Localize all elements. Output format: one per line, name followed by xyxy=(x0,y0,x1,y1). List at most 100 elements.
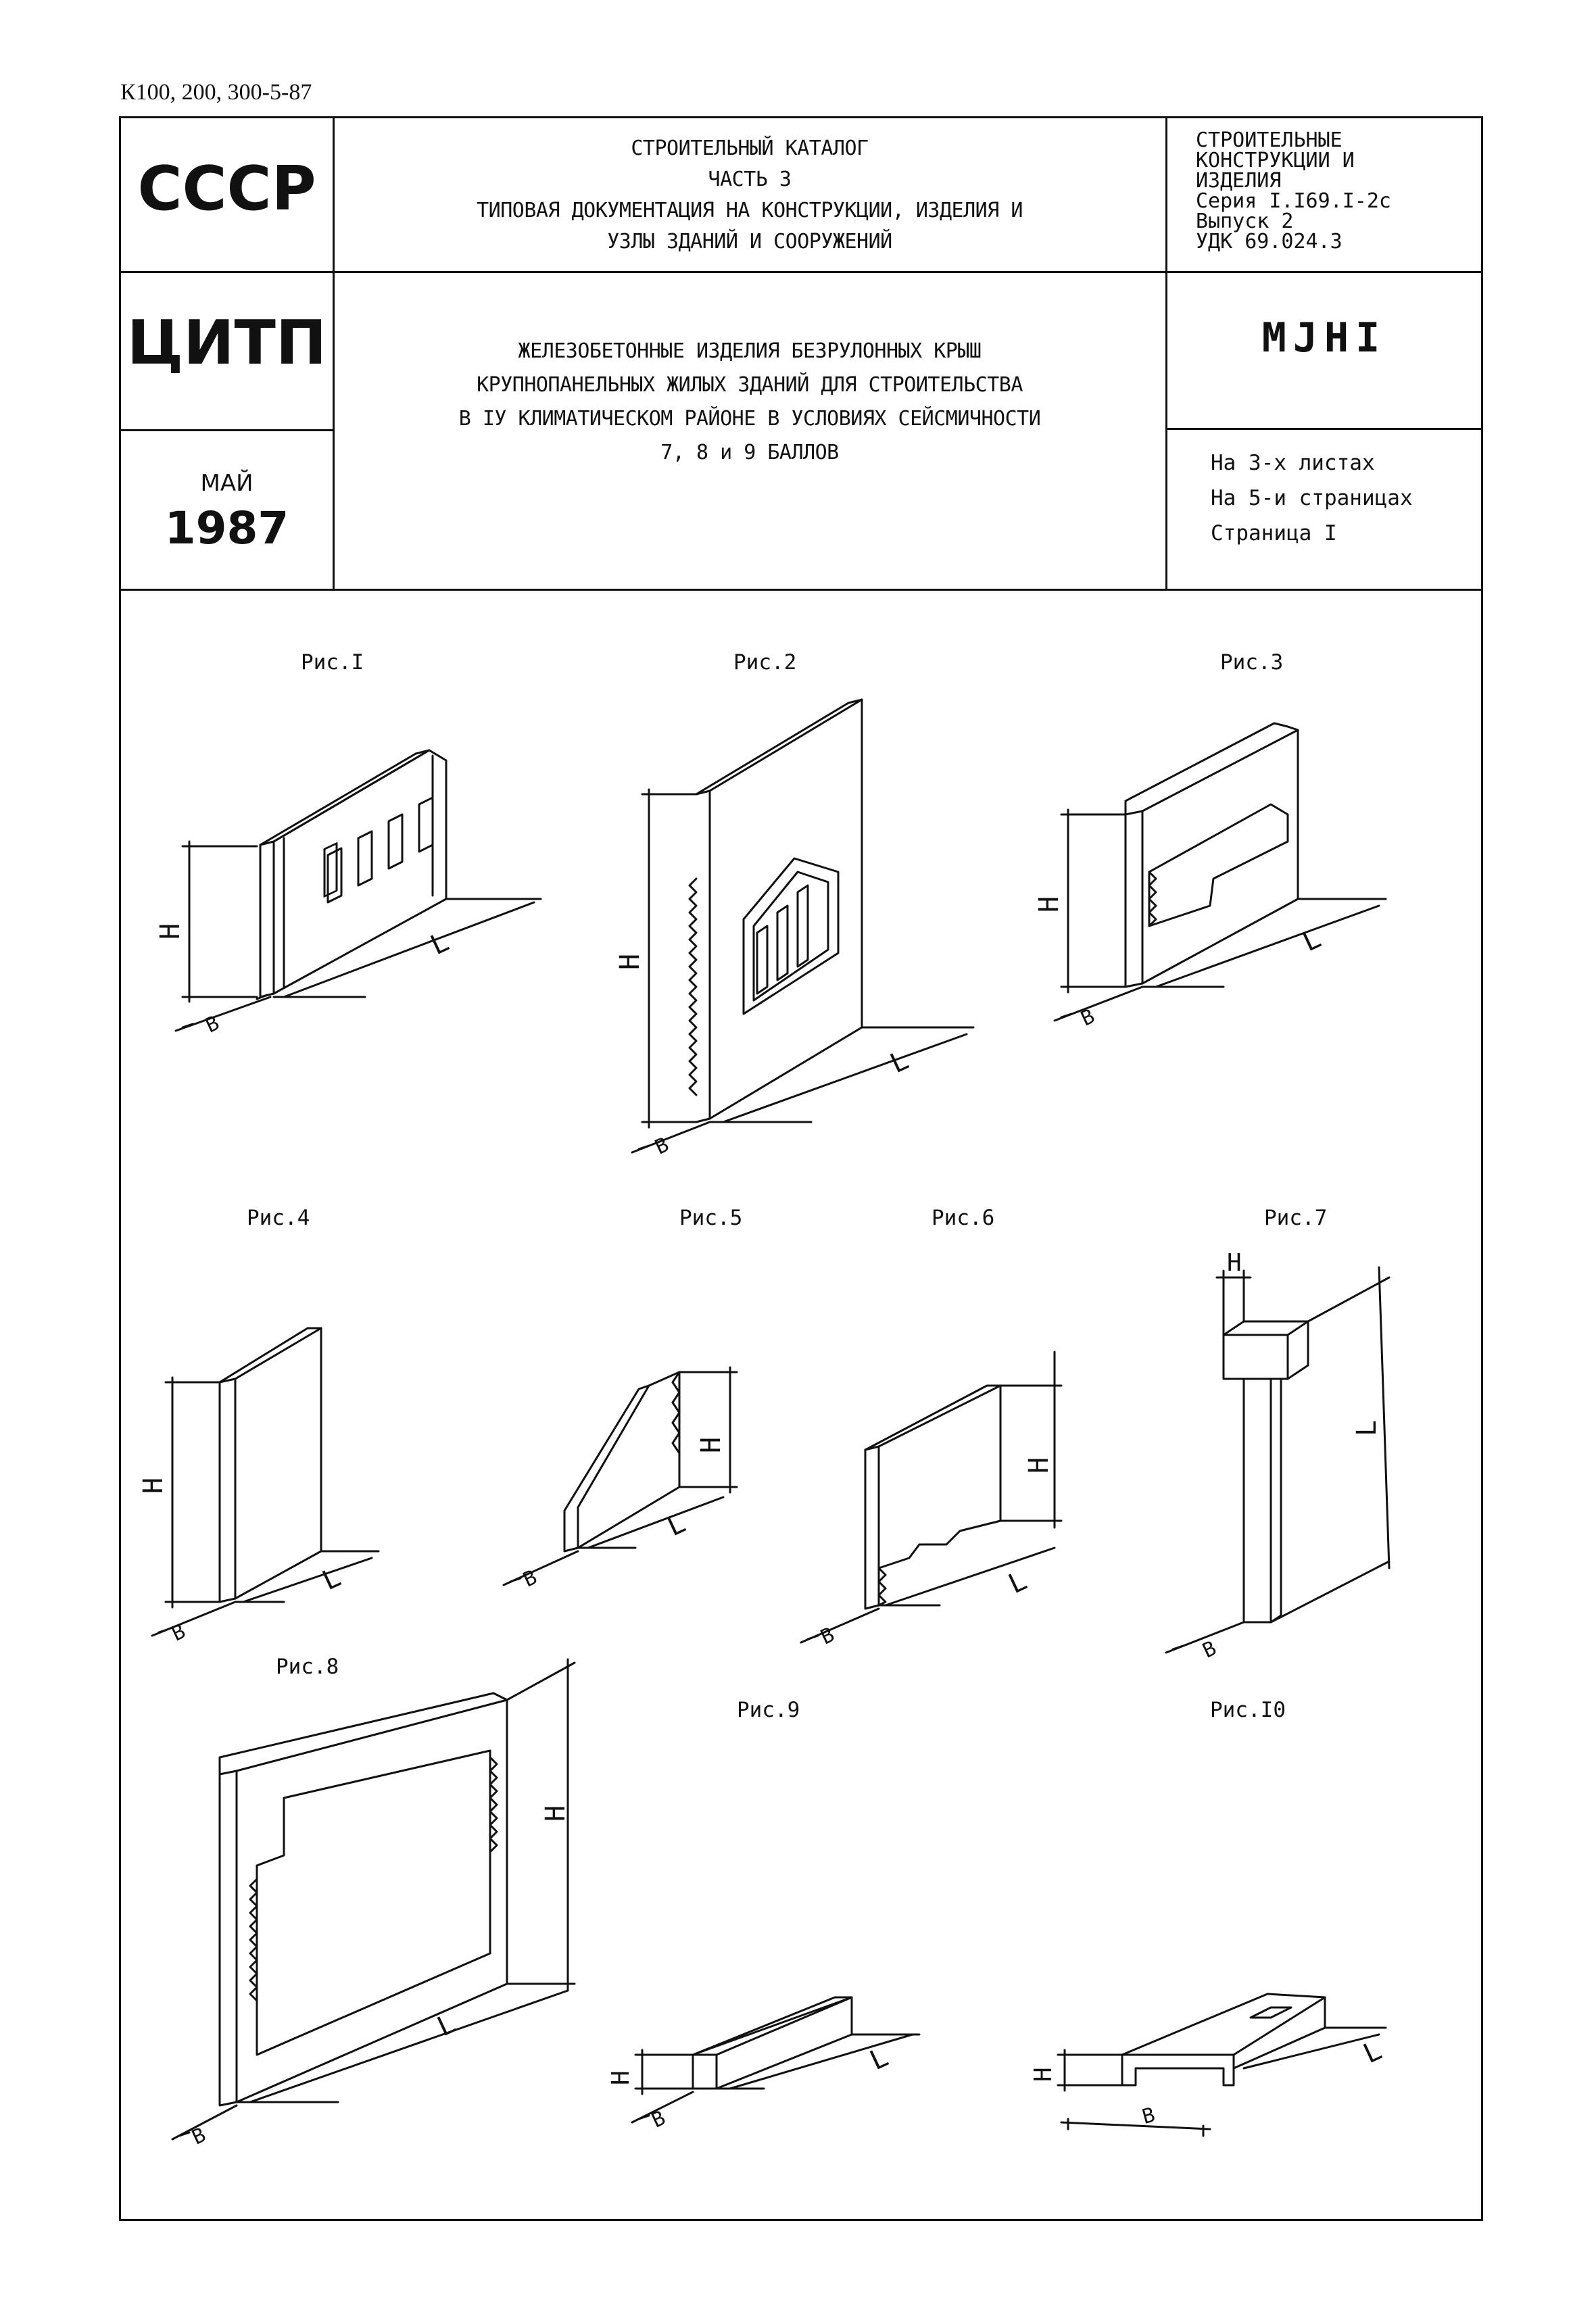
dim-line xyxy=(1165,1266,1391,1654)
dim-label-b: В xyxy=(648,2106,669,2133)
cap-body xyxy=(1121,1993,1326,2087)
figure-caption: Рис.I xyxy=(301,650,364,675)
title-block-frame: СССР ЦИТП МАЙ 1987 СТРОИТЕЛЬНЫЙ КАТАЛОГ … xyxy=(119,116,1483,2221)
dim-label-h: Н xyxy=(1227,1249,1242,1277)
sheet-line: На 3-х листах xyxy=(1211,451,1375,475)
dim-label-l: L xyxy=(1359,2034,1386,2070)
dim-line xyxy=(631,2033,921,2124)
series-line: ИЗДЕЛИЯ xyxy=(1196,169,1282,193)
dim-label-h: Н xyxy=(540,1805,571,1822)
catalog-line: УЗЛЫ ЗДАНИЙ И СООРУЖЕНИЙ xyxy=(607,230,892,253)
panel-window xyxy=(323,842,338,898)
title-line: КРУПНОПАНЕЛЬНЫХ ЖИЛЫХ ЗДАНИЙ ДЛЯ СТРОИТЕ… xyxy=(477,373,1023,397)
panel-top xyxy=(259,749,431,846)
dim-label-h: Н xyxy=(607,2070,635,2085)
dim-line xyxy=(800,1350,1063,1644)
panel-front xyxy=(1124,810,1144,988)
catalog-line: ЧАСТЬ 3 xyxy=(708,168,792,191)
figure-caption: Рис.8 xyxy=(276,1655,339,1679)
country-label: СССР xyxy=(137,153,316,224)
dim-line xyxy=(171,1658,576,2141)
panel-jagged xyxy=(1148,871,1157,927)
series-line: КОНСТРУКЦИИ И xyxy=(1196,149,1355,172)
capital-box xyxy=(1222,1320,1309,1380)
panel-ledge xyxy=(1148,803,1289,927)
dim-label-b: В xyxy=(168,1619,189,1646)
year-label: 1987 xyxy=(164,502,289,554)
figure-caption: Рис.6 xyxy=(932,1206,995,1230)
panel-jagged xyxy=(877,1567,887,1607)
dim-line xyxy=(1053,808,1387,1022)
divider xyxy=(121,271,1481,273)
figure-caption: Рис.2 xyxy=(733,650,797,675)
panel-cap xyxy=(1124,722,1299,816)
series-line: Серия I.I69.I-2с xyxy=(1196,189,1391,213)
dim-label-b: В xyxy=(1078,1004,1098,1031)
dim-label-l: L xyxy=(426,926,454,961)
figure-9-drawing: Н L В xyxy=(607,1996,921,2133)
figure-7-drawing: Н L В xyxy=(1165,1249,1391,1663)
slab-front xyxy=(218,1378,237,1603)
dim-line xyxy=(151,1376,380,1637)
panel-top xyxy=(218,1692,508,1776)
window-frame xyxy=(742,857,840,1015)
panel-front xyxy=(218,1770,238,2107)
dim-label-l: L xyxy=(662,1507,690,1542)
figure-6-drawing: Н L В xyxy=(800,1350,1063,1650)
element-face xyxy=(577,1371,681,1549)
panel-front xyxy=(695,789,711,1123)
bar-body xyxy=(692,1996,853,2090)
dim-label-l: L xyxy=(1351,1420,1382,1436)
figure-caption: Рис.3 xyxy=(1220,650,1284,675)
catalog-heading: СТРОИТЕЛЬНЫЙ КАТАЛОГ ЧАСТЬ 3 ТИПОВАЯ ДОК… xyxy=(335,133,1165,258)
org-label: ЦИТП xyxy=(126,308,327,379)
panel-window xyxy=(327,796,434,904)
title-line: ЖЕЛЕЗОБЕТОННЫЕ ИЗДЕЛИЯ БЕЗРУЛОННЫХ КРЫШ xyxy=(518,339,982,363)
dim-label-h: Н xyxy=(696,1437,727,1453)
catalog-line: ТИПОВАЯ ДОКУМЕНТАЦИЯ НА КОНСТРУКЦИИ, ИЗД… xyxy=(477,199,1023,222)
sheet-line: Страница I xyxy=(1211,521,1337,545)
dim-label-l: L xyxy=(865,2041,893,2076)
slab-top xyxy=(218,1327,322,1384)
figure-8-drawing: Н L В xyxy=(171,1658,576,2150)
panel-top xyxy=(695,698,863,796)
element-jagged xyxy=(671,1371,681,1455)
dim-label-b: В xyxy=(189,2123,210,2149)
divider xyxy=(333,118,335,589)
element-front xyxy=(563,1384,650,1553)
divider xyxy=(1165,428,1481,430)
figure-5-drawing: Н L В xyxy=(502,1366,738,1592)
dim-label-h: Н xyxy=(138,1478,169,1494)
dim-line xyxy=(631,788,975,1154)
panel-face xyxy=(235,1699,508,2103)
dim-line xyxy=(1057,2026,1387,2137)
panel-front xyxy=(864,1445,880,1610)
figure-caption: Рис.I0 xyxy=(1210,1698,1286,1722)
dim-label-h: Н xyxy=(1030,2067,1057,2082)
dim-label-l: L xyxy=(318,1561,345,1597)
document-code: К100, 200, 300-5-87 xyxy=(120,80,312,105)
dim-label-h: Н xyxy=(1023,1457,1055,1473)
dim-label-h: Н xyxy=(1034,896,1065,912)
slab-face xyxy=(234,1327,322,1600)
panel-face xyxy=(1141,729,1299,985)
panel-front xyxy=(259,840,275,998)
catalog-code: МJНI xyxy=(1261,314,1387,362)
dim-label-l: L xyxy=(1004,1565,1032,1600)
dim-label-l: L xyxy=(1298,923,1326,958)
figure-10-drawing: Н L В xyxy=(1030,1993,1387,2137)
post-shaft xyxy=(1242,1378,1282,1624)
dim-label-h: Н xyxy=(155,923,186,940)
figure-1-drawing: Н L В xyxy=(155,749,542,1038)
dim-line xyxy=(174,840,542,1032)
title-line: В IУ КЛИМАТИЧЕСКОМ РАЙОНЕ В УСЛОВИЯХ СЕЙ… xyxy=(458,407,1041,431)
document-title: ЖЕЛЕЗОБЕТОННЫЕ ИЗДЕЛИЯ БЕЗРУЛОННЫХ КРЫШ … xyxy=(335,335,1165,470)
figure-caption: Рис.5 xyxy=(679,1206,743,1230)
panel-opening xyxy=(256,1749,491,2056)
panel-jagged xyxy=(249,1756,498,2002)
divider xyxy=(121,429,333,431)
panel-face xyxy=(877,1384,1002,1569)
title-line: 7, 8 и 9 БАЛЛОВ xyxy=(660,441,839,464)
figure-4-drawing: Н L В xyxy=(138,1327,380,1647)
